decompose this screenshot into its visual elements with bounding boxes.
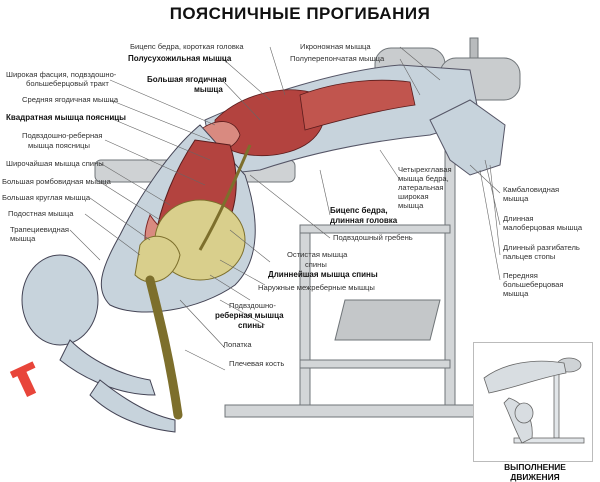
label-spinous-1: Остистая мышца — [287, 251, 347, 260]
label-gluteus-maximus-2: мышца — [194, 86, 223, 95]
inset-bench-post — [554, 368, 559, 438]
label-trapezius-2: мышца — [10, 235, 35, 244]
label-biceps-long-1: Бицепс бедра, — [330, 207, 388, 216]
label-soleus-2: мышца — [503, 195, 528, 204]
bench-footplate — [335, 300, 440, 340]
label-semimembranosus: Полуперепончатая мышца — [290, 55, 384, 64]
label-humerus: Плечевая кость — [229, 360, 284, 369]
label-spinous-2: спины — [305, 261, 327, 270]
inset-head — [515, 403, 533, 423]
movement-inset-illustration — [474, 343, 592, 461]
label-gluteus-maximus-1: Большая ягодичная — [147, 76, 227, 85]
roller-pin — [470, 38, 478, 58]
label-teres-major: Большая круглая мышца — [2, 194, 90, 203]
label-ext-digitorum-2: пальцев стопы — [503, 253, 555, 262]
movement-inset — [473, 342, 593, 462]
label-quadriceps-5: мышца — [398, 202, 423, 211]
label-iliocostal-back-3: спины — [238, 322, 264, 331]
label-iliac-crest: Подвздошный гребень — [333, 234, 413, 243]
label-rhomboid-major: Большая ромбовидная мышца — [2, 178, 111, 187]
label-gastrocnemius: Икроножная мышца — [300, 43, 371, 52]
label-tibialis-3: мышца — [503, 290, 528, 299]
label-biceps-short: Бицепс бедра, короткая головка — [130, 43, 244, 52]
label-iliocostal-back-2: реберная мышца — [215, 312, 284, 321]
label-gluteus-medius: Средняя ягодичная мышца — [22, 96, 118, 105]
label-peroneus-2: малоберцовая мышца — [503, 224, 582, 233]
label-latissimus: Широчайшая мышца спины — [6, 160, 104, 169]
label-scapula: Лопатка — [223, 341, 252, 350]
label-iliocostal-2: мышца поясницы — [28, 142, 90, 151]
label-iliocostal-1: Подвздошно-реберная — [22, 132, 103, 141]
label-biceps-long-2: длинная головка — [330, 217, 397, 226]
label-fascia-lata-2: большеберцовый тракт — [26, 80, 109, 89]
label-longissimus: Длиннейшая мышца спины — [268, 271, 378, 280]
label-infraspinatus: Подостная мышца — [8, 210, 73, 219]
movement-arrow — [10, 361, 45, 399]
label-semitendinosus: Полусухожильная мышца — [128, 55, 231, 64]
bench-support-lower — [300, 360, 450, 368]
head — [22, 255, 98, 345]
label-external-intercostal: Наружные межреберные мышцы — [258, 284, 375, 293]
label-quadratus-lumborum: Квадратная мышца поясницы — [6, 114, 126, 123]
inset-caption: ВЫПОЛНЕНИЕ ДВИЖЕНИЯ — [480, 462, 590, 482]
bench-base — [225, 405, 485, 417]
label-iliocostal-back-1: Подвздошно- — [229, 302, 276, 311]
